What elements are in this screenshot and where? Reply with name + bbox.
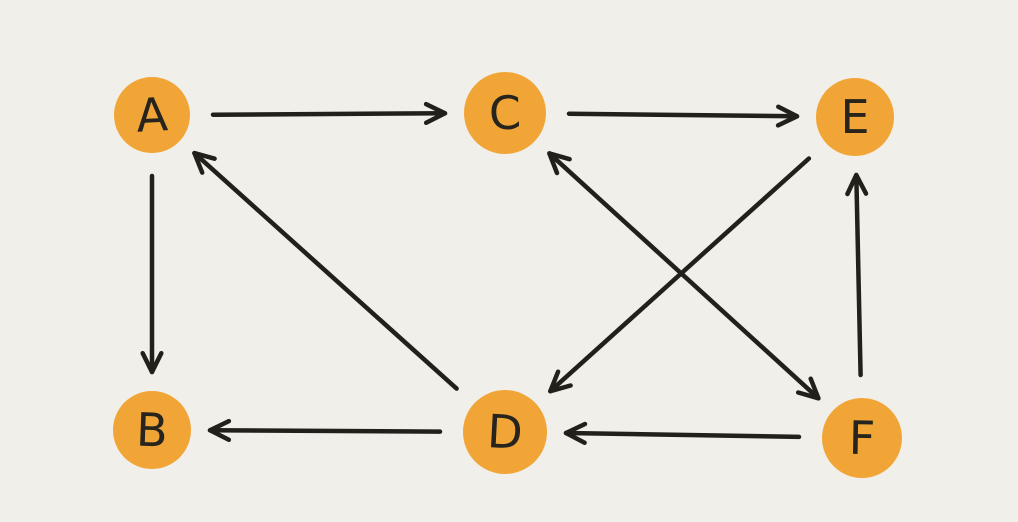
arrowhead-icon bbox=[795, 376, 821, 401]
edge-F-E bbox=[845, 172, 869, 378]
arrowhead-icon bbox=[563, 421, 588, 445]
arrowhead-icon bbox=[423, 101, 448, 126]
arrowhead-icon bbox=[775, 104, 800, 128]
node-D: D bbox=[463, 390, 547, 474]
edge-D-B bbox=[207, 418, 443, 443]
node-E-label: E bbox=[840, 90, 869, 144]
node-B: B bbox=[113, 391, 191, 469]
edge-F-D bbox=[563, 421, 802, 445]
node-A-circle bbox=[114, 77, 190, 153]
edge-C-F-bidirectional bbox=[547, 151, 821, 401]
node-B-label: B bbox=[135, 402, 168, 457]
arrowhead-icon bbox=[192, 150, 217, 175]
node-C-label: C bbox=[488, 85, 522, 140]
node-F: F bbox=[822, 398, 902, 478]
node-A-label: A bbox=[135, 87, 170, 143]
node-E: E bbox=[816, 78, 894, 156]
node-E-circle bbox=[816, 78, 894, 156]
node-A: A bbox=[114, 77, 190, 153]
edge-A-C bbox=[210, 101, 448, 126]
arrowhead-icon bbox=[845, 172, 869, 197]
node-B-circle bbox=[113, 391, 191, 469]
node-F-circle bbox=[822, 398, 902, 478]
node-F-label: F bbox=[848, 411, 875, 465]
arrowhead-icon bbox=[140, 350, 164, 375]
node-C: C bbox=[464, 72, 546, 154]
arrowhead-icon bbox=[207, 418, 232, 443]
edge-A-B bbox=[140, 173, 164, 375]
node-D-circle bbox=[463, 390, 547, 474]
node-C-circle bbox=[464, 72, 546, 154]
arrowhead-icon bbox=[548, 369, 573, 394]
arrowhead-icon bbox=[547, 151, 572, 176]
node-D-label: D bbox=[486, 404, 524, 460]
edge-C-E bbox=[566, 104, 800, 128]
edge-D-A bbox=[192, 150, 459, 391]
